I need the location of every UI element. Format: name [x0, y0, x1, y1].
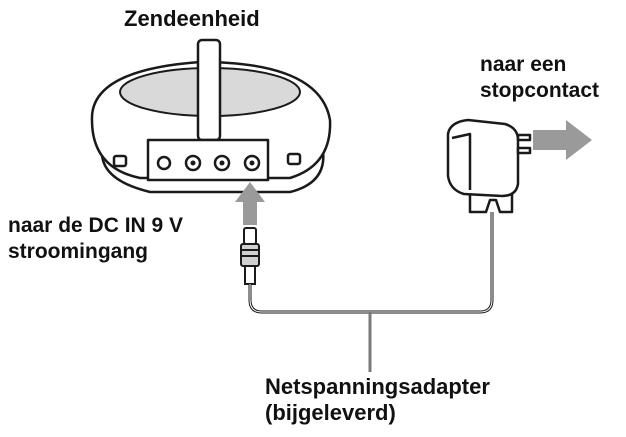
jack-1	[156, 155, 172, 171]
outlet-label-line1: naar een	[480, 53, 567, 76]
ac-adapter	[446, 118, 532, 214]
adapter-prong-1	[516, 133, 532, 142]
adapter-label-line1: Netspanningsadapter	[265, 374, 490, 399]
outlet-label-line2: stopcontact	[480, 79, 600, 102]
dc-in-label: naar de DC IN 9 V stroomingang	[8, 213, 183, 265]
rear-panel	[146, 138, 270, 182]
dc-in-arrow	[235, 182, 265, 225]
outlet-arrow	[533, 120, 592, 160]
dc-plug	[240, 227, 260, 285]
adapter-label-line2: (bijgeleverd)	[265, 400, 396, 425]
transmitter-unit	[90, 38, 332, 194]
antenna	[196, 38, 222, 142]
dc-in-label-line2: stroomingang	[8, 240, 148, 263]
adapter-label: Netspanningsadapter (bijgeleverd)	[265, 374, 490, 426]
adapter-body	[446, 118, 520, 198]
transmitter-label: Zendeenheid	[124, 6, 260, 31]
adapter-prong-2	[516, 146, 532, 155]
adapter-cable	[248, 212, 494, 314]
dc-in-label-line1: naar de DC IN 9 V	[8, 214, 184, 237]
outlet-label: naar een stopcontact	[480, 52, 599, 104]
